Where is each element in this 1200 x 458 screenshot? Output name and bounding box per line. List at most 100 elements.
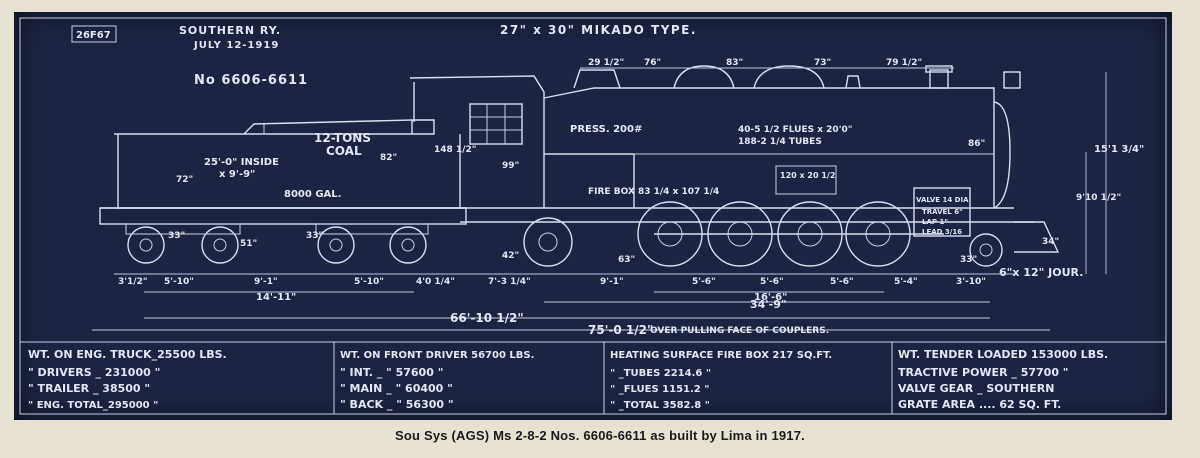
- table-cell: " TRAILER _ 38500 ": [28, 382, 150, 395]
- coal-label: COAL: [326, 144, 362, 158]
- dim-height: 9'10 1/2": [1076, 193, 1121, 203]
- dim-wheel: 33": [960, 255, 977, 265]
- dim-spacing: 5'-10": [354, 277, 384, 287]
- dim-spacing: 3'1/2": [118, 277, 148, 287]
- table-cell: TRACTIVE POWER _ 57700 ": [898, 366, 1069, 379]
- table-cell: WT. TENDER LOADED 153000 LBS.: [898, 348, 1108, 361]
- pressure-label: PRESS. 200#: [570, 124, 642, 135]
- dim-spacing: 5'-6": [830, 277, 854, 287]
- dim-height: 148 1/2": [434, 145, 476, 155]
- tender-wheels: [125, 223, 429, 264]
- gallons-label: 8000 GAL.: [284, 189, 341, 200]
- dim-height: 86": [968, 139, 985, 149]
- dim-spacing: 5'-6": [760, 277, 784, 287]
- wheel-dimensions: 33" 33" 42" 63" 33": [168, 231, 977, 265]
- dim-height: 82": [380, 153, 397, 163]
- flues-label: 40-5 1/2 FLUES x 20'0": [738, 125, 852, 135]
- table-cell: WT. ON FRONT DRIVER 56700 LBS.: [340, 350, 534, 361]
- cylinder: [913, 187, 971, 237]
- journal-label: 6"x 12" JOUR.: [999, 266, 1083, 279]
- dim-couplers-note: OVER PULLING FACE OF COUPLERS.: [650, 326, 829, 336]
- dim-spacing: 34'-9": [750, 298, 787, 311]
- engine-numbers: No 6606-6611: [194, 73, 308, 88]
- locomotive-type: 27" x 30" MIKADO TYPE.: [500, 23, 697, 37]
- railway-name: SOUTHERN RY.: [179, 24, 281, 37]
- weights-table: WT. ON ENG. TRUCK_25500 LBS. " DRIVERS _…: [28, 348, 1108, 411]
- dim-spacing: 7'-3 1/4": [488, 277, 531, 287]
- blueprint-drawing: 26F67 SOUTHERN RY. JULY 12-1919 27" x 30…: [19, 17, 1167, 415]
- table-cell: " DRIVERS _ 231000 ": [28, 366, 160, 379]
- table-cell: " INT. _ " 57600 ": [340, 366, 443, 379]
- lap-label: LAP 1": [922, 218, 948, 226]
- spacing-row-2: 14'-11" 16'-6": [144, 291, 884, 303]
- sand-dome-2: [753, 65, 825, 89]
- blueprint-plate: 26F67 SOUTHERN RY. JULY 12-1919 27" x 30…: [14, 12, 1172, 420]
- dim-height: 34": [1042, 237, 1059, 247]
- leading-truck-wheel: [969, 233, 1003, 267]
- stamp-label: 26F67: [76, 30, 111, 41]
- dim-spacing: 5'-6": [692, 277, 716, 287]
- tank-inside-label: 25'-0" INSIDE: [204, 157, 279, 168]
- table-cell: HEATING SURFACE FIRE BOX 217 SQ.FT.: [610, 350, 832, 361]
- driving-wheels: [637, 201, 944, 267]
- dim-height: 15'1 3/4": [1094, 144, 1144, 155]
- dim-spacing: 3'-10": [956, 277, 986, 287]
- dim-wheelbase: 66'-10 1/2": [450, 311, 524, 325]
- firebox-box: [775, 165, 837, 195]
- pilot: [1014, 221, 1060, 253]
- table-cell: " BACK _ " 56300 ": [340, 398, 454, 411]
- stamp-box: [71, 25, 117, 43]
- cab: [409, 75, 574, 209]
- blueprint-border: [19, 17, 1167, 415]
- dim-top: 73": [814, 58, 831, 68]
- table-cell: GRATE AREA .... 62 SQ. FT.: [898, 398, 1061, 411]
- smokebox-front: [993, 101, 1011, 209]
- height-dimensions: 72" 82" 148 1/2" 99" 86" 15'1 3/4" 9'10 …: [176, 72, 1144, 274]
- page-margin: [1172, 0, 1200, 458]
- smokestack: [929, 69, 949, 89]
- table-cell: " _FLUES 1151.2 ": [610, 384, 709, 395]
- travel-label: TRAVEL 6": [922, 208, 963, 216]
- dim-wheel: 33": [168, 231, 185, 241]
- firebox-label: FIRE BOX 83 1/4 x 107 1/4: [588, 187, 719, 197]
- dim-overall-length: 75'-0 1/2": [588, 323, 653, 337]
- tender: [99, 119, 467, 225]
- tender-wheel: [317, 226, 355, 264]
- headlight: [1003, 71, 1021, 89]
- trailing-truck-wheel: [523, 217, 573, 267]
- dim-spacing: 5'-10": [164, 277, 194, 287]
- table-cell: " _TOTAL 3582.8 ": [610, 400, 710, 411]
- dim-top: 79 1/2": [886, 58, 922, 68]
- drawing-date: JULY 12-1919: [193, 40, 279, 51]
- tons-coal-label: 12-TONS: [314, 131, 371, 145]
- table-cell: VALVE GEAR _ SOUTHERN: [898, 382, 1054, 395]
- dim-spacing: 5'-4": [894, 277, 918, 287]
- dim-height: 51": [240, 239, 257, 249]
- lead-label: LEAD 3/16: [922, 228, 962, 236]
- grate-size-label: 120 x 20 1/2: [780, 171, 835, 180]
- tender-wheel: [201, 226, 239, 264]
- dim-spacing: 16'-6": [754, 292, 787, 303]
- spacing-row-3: 34'-9": [544, 298, 990, 311]
- dim-wheel: 42": [502, 251, 519, 261]
- dim-spacing: 4'0 1/4": [416, 277, 455, 287]
- tubes-label: 188-2 1/4 TUBES: [738, 137, 822, 147]
- table-cell: WT. ON ENG. TRUCK_25500 LBS.: [28, 348, 227, 361]
- tender-wheel: [127, 226, 165, 264]
- steam-dome: [673, 65, 735, 89]
- dim-spacing: 9'-1": [254, 277, 278, 287]
- boiler: [460, 65, 1060, 253]
- dim-top: 83": [726, 58, 743, 68]
- dim-height: 99": [502, 161, 519, 171]
- top-dimensions: 29 1/2" 76" 83" 73" 79 1/2": [580, 58, 954, 69]
- valve-label: VALVE 14 DIA: [916, 196, 969, 204]
- dim-spacing: 14'-11": [256, 292, 296, 303]
- dim-height: 72": [176, 175, 193, 185]
- figure-caption: Sou Sys (AGS) Ms 2-8-2 Nos. 6606-6611 as…: [395, 428, 805, 443]
- table-cell: " MAIN _ " 60400 ": [340, 382, 453, 395]
- overall-wheelbase: 66'-10 1/2": [144, 311, 990, 325]
- dim-wheel: 33": [306, 231, 323, 241]
- dim-spacing: 9'-1": [600, 277, 624, 287]
- tender-wheel: [389, 226, 427, 264]
- dim-wheel: 63": [618, 255, 635, 265]
